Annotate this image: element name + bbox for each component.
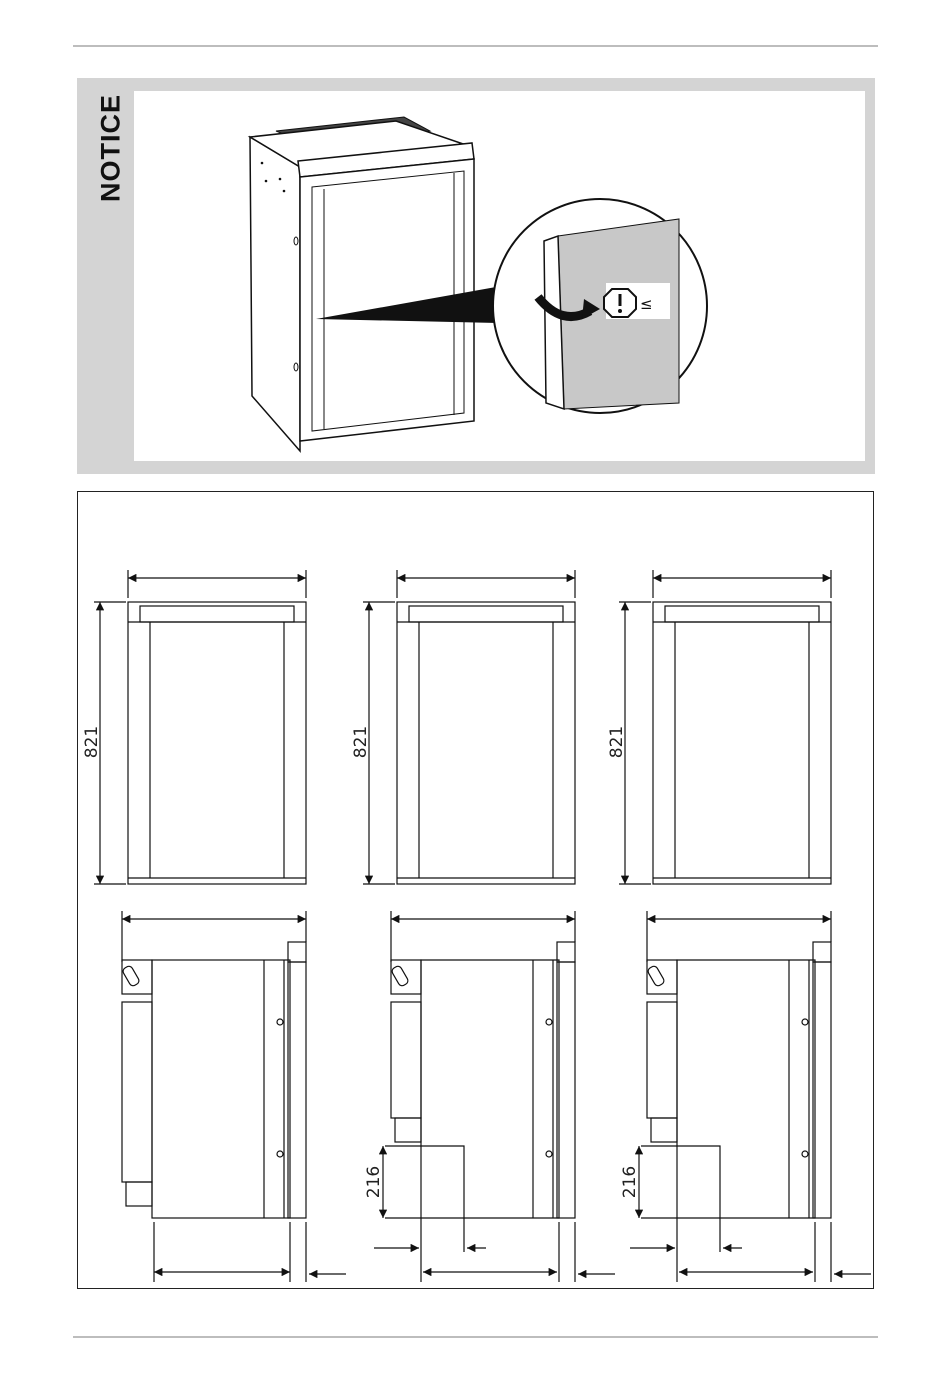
front-view-3	[619, 570, 831, 884]
front-view-2	[363, 570, 575, 884]
front-3-height-label: 821	[607, 726, 627, 758]
vent-dot	[283, 190, 286, 193]
side-view-3	[630, 911, 871, 1282]
vent-dot	[279, 178, 282, 181]
side-3-step-label: 216	[620, 1166, 640, 1198]
dimension-drawings: 821 821 821 216 216	[78, 492, 875, 1290]
warning-icon	[604, 289, 636, 317]
fridge-door-illustration: ≤	[134, 91, 865, 461]
side-2-step-label: 216	[364, 1166, 384, 1198]
hinge-pin	[294, 237, 298, 245]
bottom-rule	[73, 1336, 878, 1338]
front-view-1	[94, 570, 306, 884]
side-view-1	[122, 911, 346, 1282]
vent-dot	[265, 180, 268, 183]
notice-illustration-area: ≤	[134, 91, 865, 461]
vent-dot	[261, 162, 264, 165]
warning-symbol: ≤	[640, 295, 653, 313]
hinge-pin	[294, 363, 298, 371]
side-view-2	[374, 911, 615, 1282]
notice-label: NOTICE	[84, 88, 138, 208]
front-2-height-label: 821	[351, 726, 371, 758]
fridge-side-panel	[250, 137, 300, 451]
front-1-height-label: 821	[82, 726, 102, 758]
top-rule	[73, 45, 878, 47]
dimensions-diagram-frame: 821 821 821 216 216	[77, 491, 874, 1289]
